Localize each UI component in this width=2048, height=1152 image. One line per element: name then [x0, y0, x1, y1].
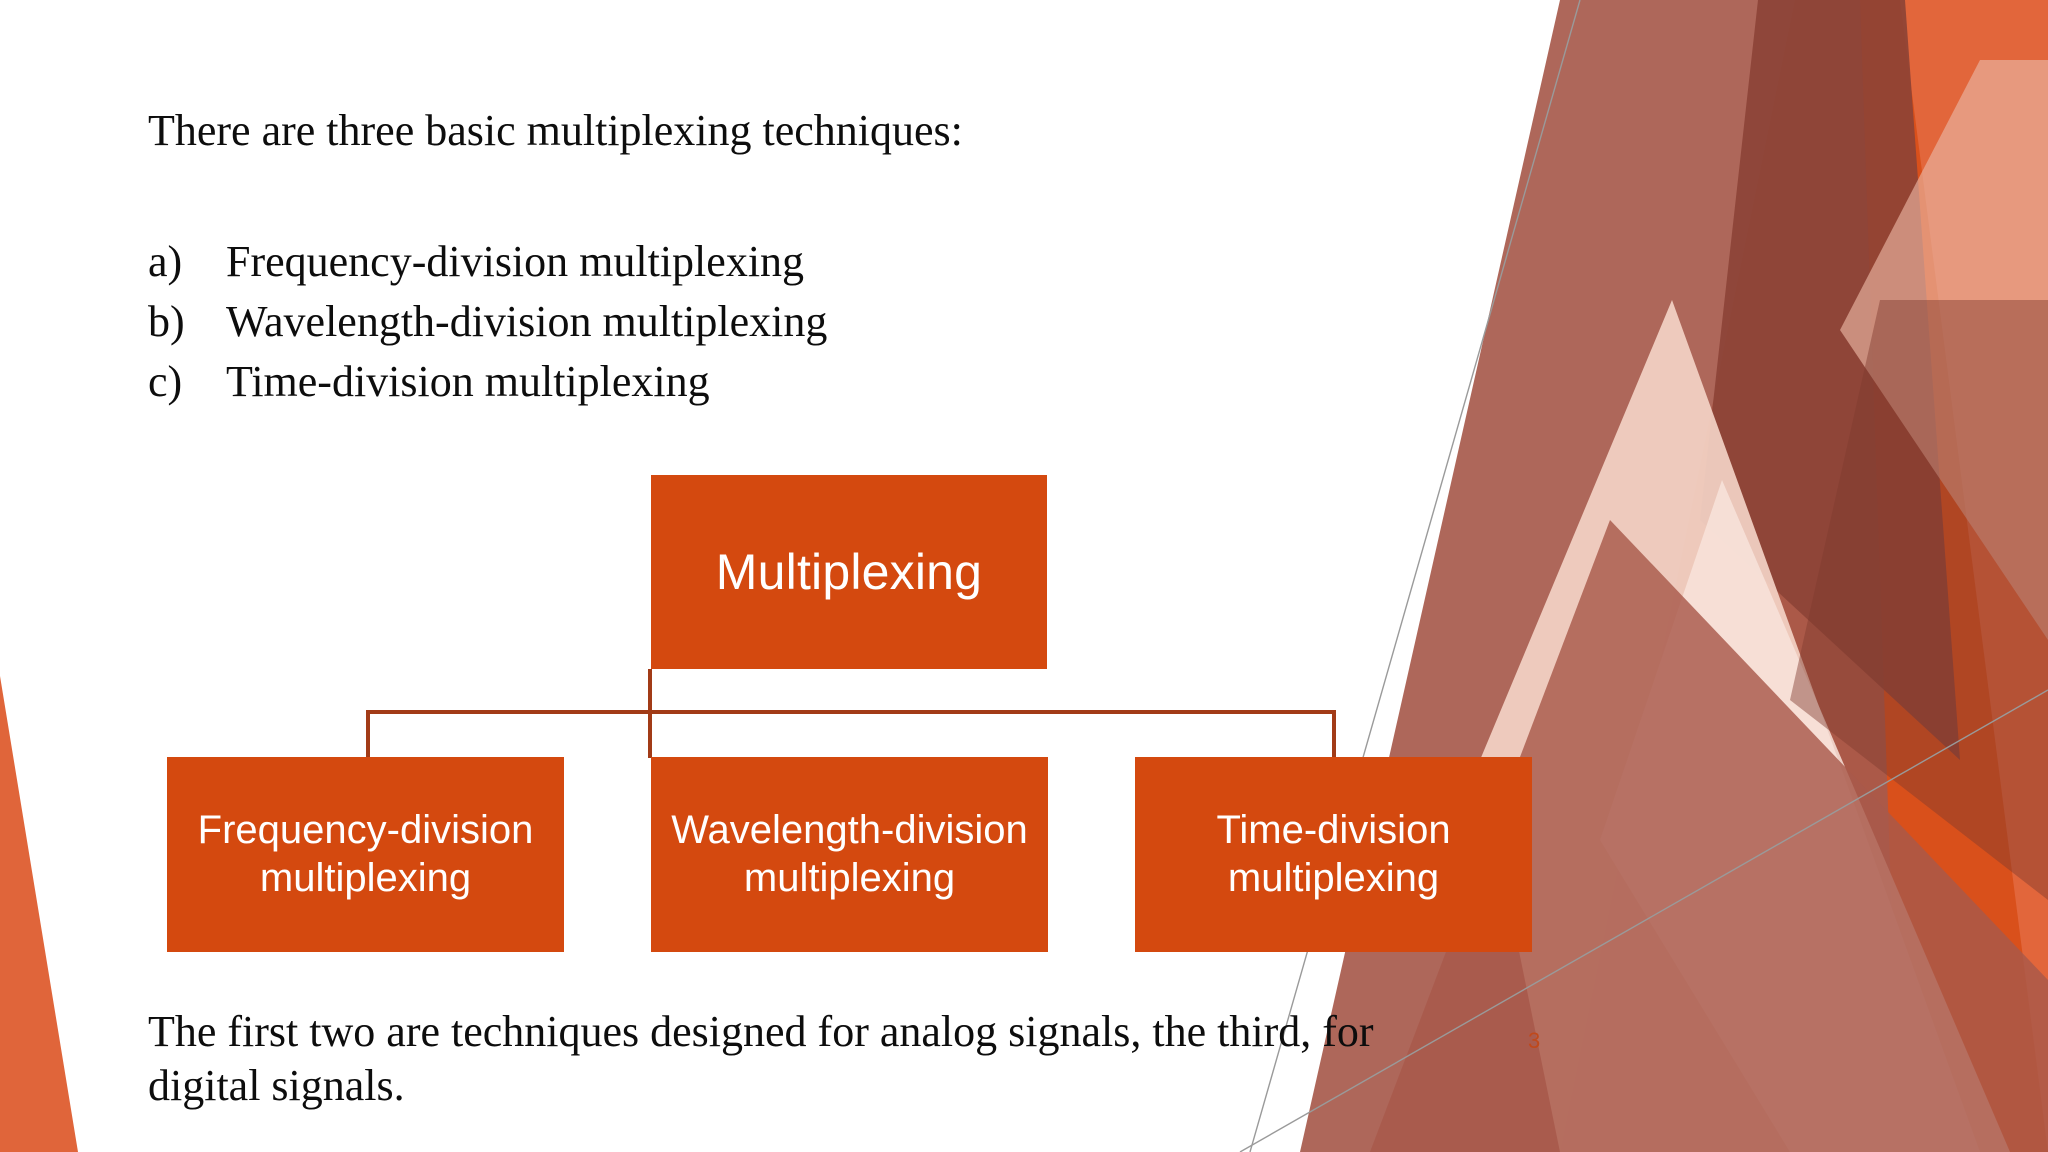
- list-item-marker: c): [148, 357, 183, 406]
- chart-node-multiplexing: Multiplexing: [651, 475, 1047, 669]
- list-item-label: Time-division multiplexing: [226, 357, 710, 406]
- page-number: 3: [1528, 1028, 1541, 1053]
- technique-list: a) Frequency-division multiplexing b) Wa…: [148, 236, 827, 416]
- list-item-marker: a): [148, 237, 183, 286]
- list-item-label: Frequency-division multiplexing: [226, 237, 805, 286]
- intro-sentence: There are three basic multiplexing techn…: [148, 106, 963, 155]
- chart-node-frequency-division-multiplexing: Frequency-division multiplexing: [167, 757, 564, 952]
- chart-node-time-division-multiplexing: Time-division multiplexing: [1135, 757, 1532, 952]
- list-item: b) Wavelength-division multiplexing: [148, 296, 827, 356]
- connector-drop-middle: [648, 710, 652, 758]
- list-item-label: Wavelength-division multiplexing: [226, 297, 828, 346]
- connector-drop-left: [366, 710, 370, 758]
- chart-node-label: Frequency-division multiplexing: [197, 808, 534, 900]
- closing-sentence: The first two are techniques designed fo…: [148, 1007, 1374, 1110]
- chart-node-wavelength-division-multiplexing: Wavelength-division multiplexing: [651, 757, 1048, 952]
- chart-node-label: Wavelength-division multiplexing: [671, 808, 1028, 900]
- connector-drop-right: [1332, 710, 1336, 758]
- chart-node-label: Multiplexing: [715, 544, 983, 600]
- connector-horizontal-bar: [366, 710, 1336, 714]
- list-item: a) Frequency-division multiplexing: [148, 236, 827, 296]
- list-item: c) Time-division multiplexing: [148, 356, 827, 416]
- chart-node-label: Time-division multiplexing: [1216, 808, 1451, 900]
- connector-root-stem: [648, 669, 652, 713]
- list-item-marker: b): [148, 297, 185, 346]
